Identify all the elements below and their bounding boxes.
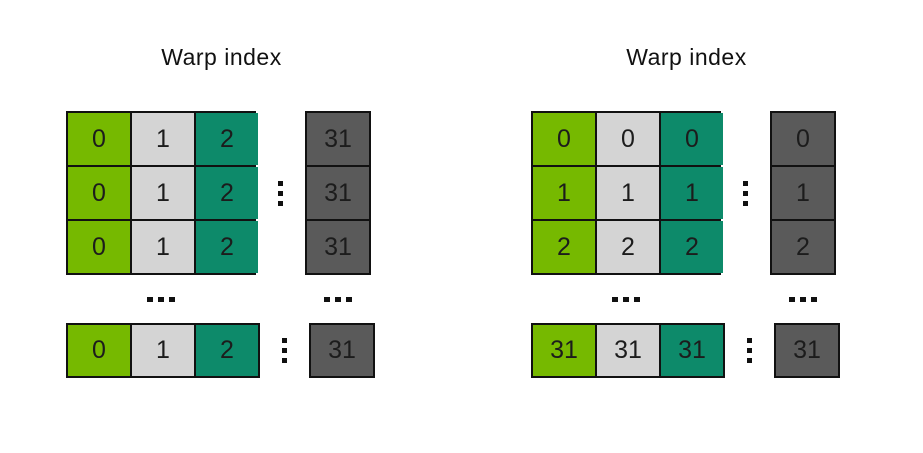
warp-cell: 1 — [772, 167, 834, 219]
warp-cell: 0 — [533, 113, 595, 165]
bottom-row: 31 31 31 31 — [531, 323, 842, 378]
vertical-ellipsis-icon — [282, 338, 287, 363]
main-row: 0 0 0 1 1 1 2 2 2 0 1 2 — [531, 111, 842, 275]
warp-cell: 1 — [597, 167, 659, 219]
horizontal-ellipsis-icon — [612, 296, 640, 302]
last-corner-cell: 31 — [309, 323, 375, 378]
warp-index-diagram-left: Warp index 0 1 2 0 1 2 0 1 2 31 31 31 — [66, 44, 377, 378]
warp-cell: 0 — [597, 113, 659, 165]
last-warp-column: 31 31 31 — [305, 111, 371, 275]
warp-cell: 0 — [68, 167, 130, 219]
warp-cell: 31 — [307, 167, 369, 219]
warp-cell: 1 — [132, 221, 194, 273]
warp-cell: 0 — [68, 221, 130, 273]
warp-cell: 31 — [661, 325, 723, 376]
warp-cell: 2 — [772, 221, 834, 273]
horizontal-ellipsis-icon — [147, 296, 175, 302]
grid-ellipsis-slot — [531, 296, 721, 302]
warp-cell: 2 — [597, 221, 659, 273]
row-ellipsis-band — [531, 275, 842, 323]
warp-cell: 31 — [597, 325, 659, 376]
horizontal-ellipsis-icon — [789, 296, 817, 302]
warp-cell: 0 — [661, 113, 723, 165]
warp-cell: 2 — [196, 167, 258, 219]
gap — [725, 323, 774, 378]
warp-cell: 31 — [533, 325, 595, 376]
warp-cell: 1 — [132, 167, 194, 219]
warp-index-diagram-right: Warp index 0 0 0 1 1 1 2 2 2 0 1 2 — [531, 44, 842, 378]
diagram-title: Warp index — [161, 44, 282, 70]
vertical-ellipsis-icon — [747, 338, 752, 363]
warp-cell: 31 — [307, 221, 369, 273]
vertical-ellipsis-icon — [743, 180, 748, 206]
warp-cell: 0 — [68, 325, 130, 376]
warp-cell: 1 — [132, 113, 194, 165]
warp-cell: 31 — [311, 325, 373, 376]
last-corner-cell: 31 — [774, 323, 840, 378]
column-ellipsis-slot — [305, 296, 371, 302]
last-thread-row: 0 1 2 — [66, 323, 260, 378]
warp-cell: 2 — [196, 325, 258, 376]
grid-ellipsis-slot — [66, 296, 256, 302]
gap — [721, 111, 770, 275]
warp-grid: 0 0 0 1 1 1 2 2 2 — [531, 111, 723, 275]
warp-cell: 2 — [196, 221, 258, 273]
column-ellipsis-slot — [770, 296, 836, 302]
gap — [260, 323, 309, 378]
warp-cell: 0 — [68, 113, 130, 165]
warp-cell: 1 — [661, 167, 723, 219]
bottom-row: 0 1 2 31 — [66, 323, 377, 378]
warp-cell: 2 — [196, 113, 258, 165]
warp-cell: 1 — [132, 325, 194, 376]
gap — [256, 111, 305, 275]
row-ellipsis-band — [66, 275, 377, 323]
vertical-ellipsis-icon — [278, 180, 283, 206]
warp-cell: 2 — [533, 221, 595, 273]
warp-cell: 0 — [772, 113, 834, 165]
warp-cell: 31 — [307, 113, 369, 165]
warp-grid: 0 1 2 0 1 2 0 1 2 — [66, 111, 258, 275]
main-row: 0 1 2 0 1 2 0 1 2 31 31 31 — [66, 111, 377, 275]
warp-cell: 31 — [776, 325, 838, 376]
warp-cell: 1 — [533, 167, 595, 219]
last-thread-row: 31 31 31 — [531, 323, 725, 378]
warp-cell: 2 — [661, 221, 723, 273]
horizontal-ellipsis-icon — [324, 296, 352, 302]
last-warp-column: 0 1 2 — [770, 111, 836, 275]
diagram-title: Warp index — [626, 44, 747, 70]
